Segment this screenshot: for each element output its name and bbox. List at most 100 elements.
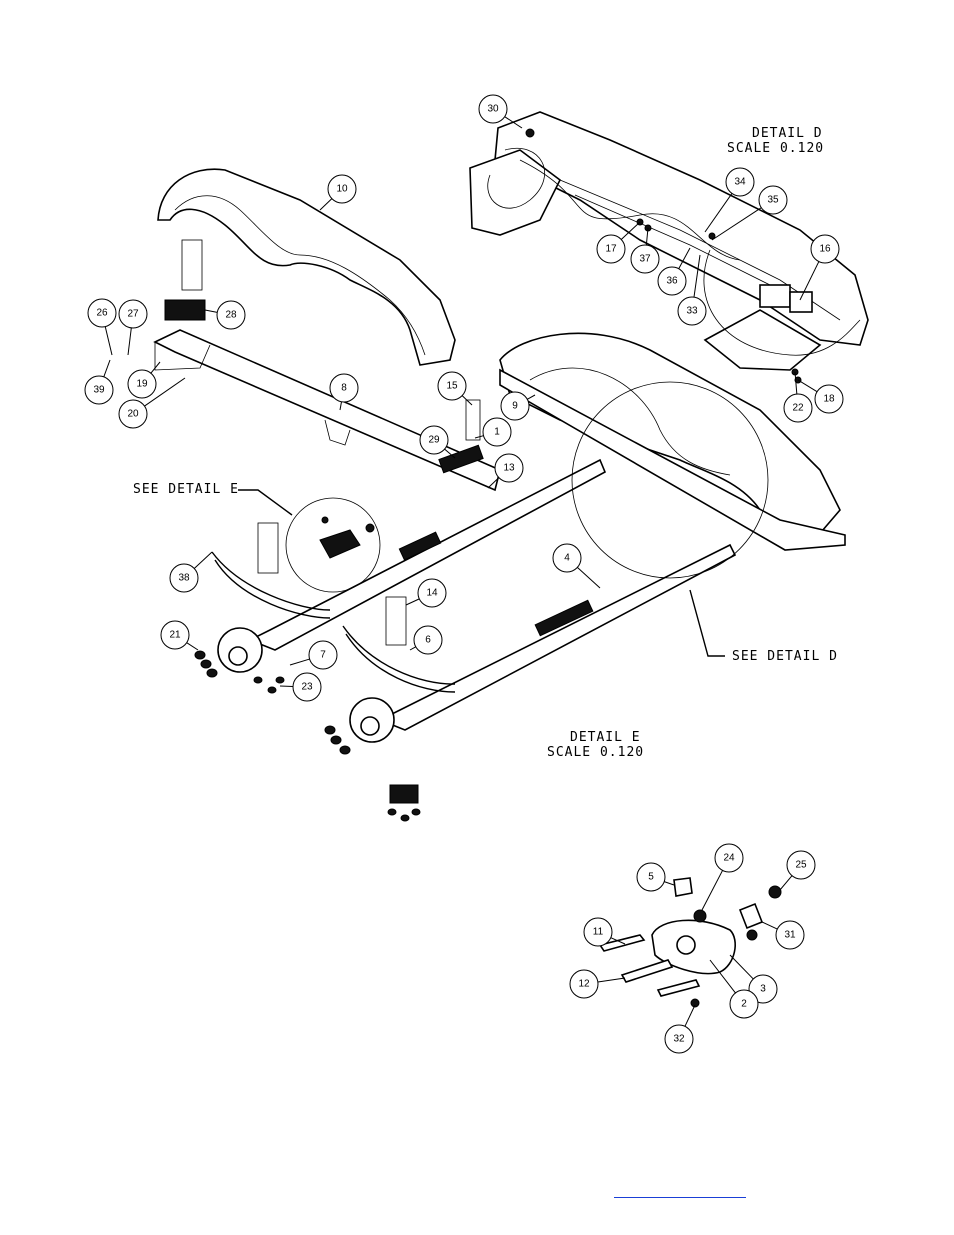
balloon-number: 32: [673, 1034, 685, 1045]
balloon-leader: [405, 598, 420, 606]
balloon-circle: [775, 920, 805, 950]
balloon-39: 39: [84, 359, 114, 405]
balloon-17: 17: [596, 221, 641, 264]
balloon-25: 25: [779, 850, 816, 891]
balloon-leader: [684, 1004, 696, 1027]
balloon-number: 16: [819, 244, 831, 255]
balloon-circle: [758, 185, 788, 215]
balloon-circle: [552, 543, 582, 573]
balloon-leader: [474, 435, 484, 439]
balloon-5: 5: [636, 862, 675, 892]
balloon-24: 24: [701, 843, 744, 911]
balloon-number: 36: [666, 276, 678, 287]
balloon-number: 34: [734, 177, 746, 188]
balloon-circle: [84, 375, 114, 405]
balloon-number: 27: [127, 309, 139, 320]
balloon-number: 39: [93, 385, 105, 396]
balloon-leader: [104, 326, 113, 356]
balloon-number: 26: [96, 308, 108, 319]
detail-d-scale: SCALE 0.120: [727, 141, 824, 156]
balloon-leader: [799, 261, 820, 301]
balloon-leader: [339, 401, 342, 411]
footer-link-underline[interactable]: [614, 1185, 746, 1198]
balloon-21: 21: [160, 620, 199, 651]
balloon-circle: [327, 174, 357, 204]
balloon-number: 20: [127, 409, 139, 420]
balloon-leader: [487, 477, 500, 489]
balloon-leader: [144, 377, 186, 407]
balloon-number: 33: [686, 306, 698, 317]
detail-e-view: [598, 877, 782, 1008]
balloon-15: 15: [437, 371, 473, 406]
balloon-leader: [103, 359, 111, 378]
balloon-circle: [583, 917, 613, 947]
balloon-circle: [814, 384, 844, 414]
balloon-34: 34: [704, 167, 755, 233]
balloon-number: 37: [639, 254, 651, 265]
balloon-18: 18: [797, 379, 844, 414]
balloon-33: 33: [677, 254, 707, 326]
balloon-leader: [127, 327, 132, 356]
balloon-leader: [645, 227, 649, 246]
balloon-circle: [329, 373, 359, 403]
balloon-leader: [597, 977, 626, 983]
balloon-leader: [577, 567, 601, 589]
balloon-circle: [160, 620, 190, 650]
balloon-circle: [810, 234, 840, 264]
balloon-circle: [169, 563, 199, 593]
balloon-circle: [664, 1024, 694, 1054]
see-detail-e-label: SEE DETAIL E: [133, 482, 239, 497]
balloon-number: 23: [301, 682, 313, 693]
lug-nuts-left: [194, 650, 285, 694]
balloon-31: 31: [761, 920, 805, 950]
balloon-27: 27: [118, 299, 148, 356]
detail-e-scale: SCALE 0.120: [547, 745, 644, 760]
balloon-leader: [693, 254, 701, 298]
balloon-37: 37: [630, 227, 660, 274]
balloon-36: 36: [657, 247, 691, 296]
balloon-circle: [127, 369, 157, 399]
balloon-number: 24: [723, 853, 735, 864]
balloon-number: 31: [784, 930, 796, 941]
balloon-circle: [417, 578, 447, 608]
balloon-26: 26: [87, 298, 117, 356]
balloon-2: 2: [709, 959, 759, 1019]
balloon-number: 5: [648, 872, 654, 883]
balloon-circle: [216, 300, 246, 330]
balloon-number: 7: [320, 650, 326, 661]
balloon-circle: [569, 969, 599, 999]
balloon-circle: [725, 167, 755, 197]
balloon-20: 20: [118, 377, 186, 429]
balloon-leader: [186, 642, 199, 651]
detail-e-title: DETAIL E: [570, 730, 641, 745]
balloon-circle: [714, 843, 744, 873]
detail-d-view: [469, 111, 869, 384]
balloon-32: 32: [664, 1004, 696, 1054]
balloon-number: 14: [426, 588, 438, 599]
balloon-leader: [678, 247, 691, 269]
balloon-9: 9: [500, 391, 536, 421]
balloon-circle: [87, 298, 117, 328]
balloon-number: 29: [428, 435, 440, 446]
balloon-number: 22: [792, 403, 804, 414]
balloon-23: 23: [279, 672, 322, 702]
balloon-leader: [461, 395, 473, 406]
balloon-circle: [596, 234, 626, 264]
balloon-number: 30: [487, 104, 499, 115]
balloon-leader: [444, 448, 456, 459]
balloon-circle: [783, 393, 813, 423]
balloon-leader: [779, 875, 793, 891]
balloon-number: 38: [178, 573, 190, 584]
balloon-30: 30: [478, 94, 523, 129]
main-assembly-view: [153, 168, 846, 822]
balloon-circle: [118, 299, 148, 329]
balloon-leader: [711, 207, 762, 241]
balloon-38: 38: [169, 551, 213, 593]
balloon-19: 19: [127, 361, 161, 399]
balloon-number: 17: [605, 244, 617, 255]
balloon-14: 14: [405, 578, 447, 608]
balloon-number: 1: [494, 427, 500, 438]
balloon-leader: [620, 221, 641, 240]
balloon-number: 11: [593, 927, 604, 938]
